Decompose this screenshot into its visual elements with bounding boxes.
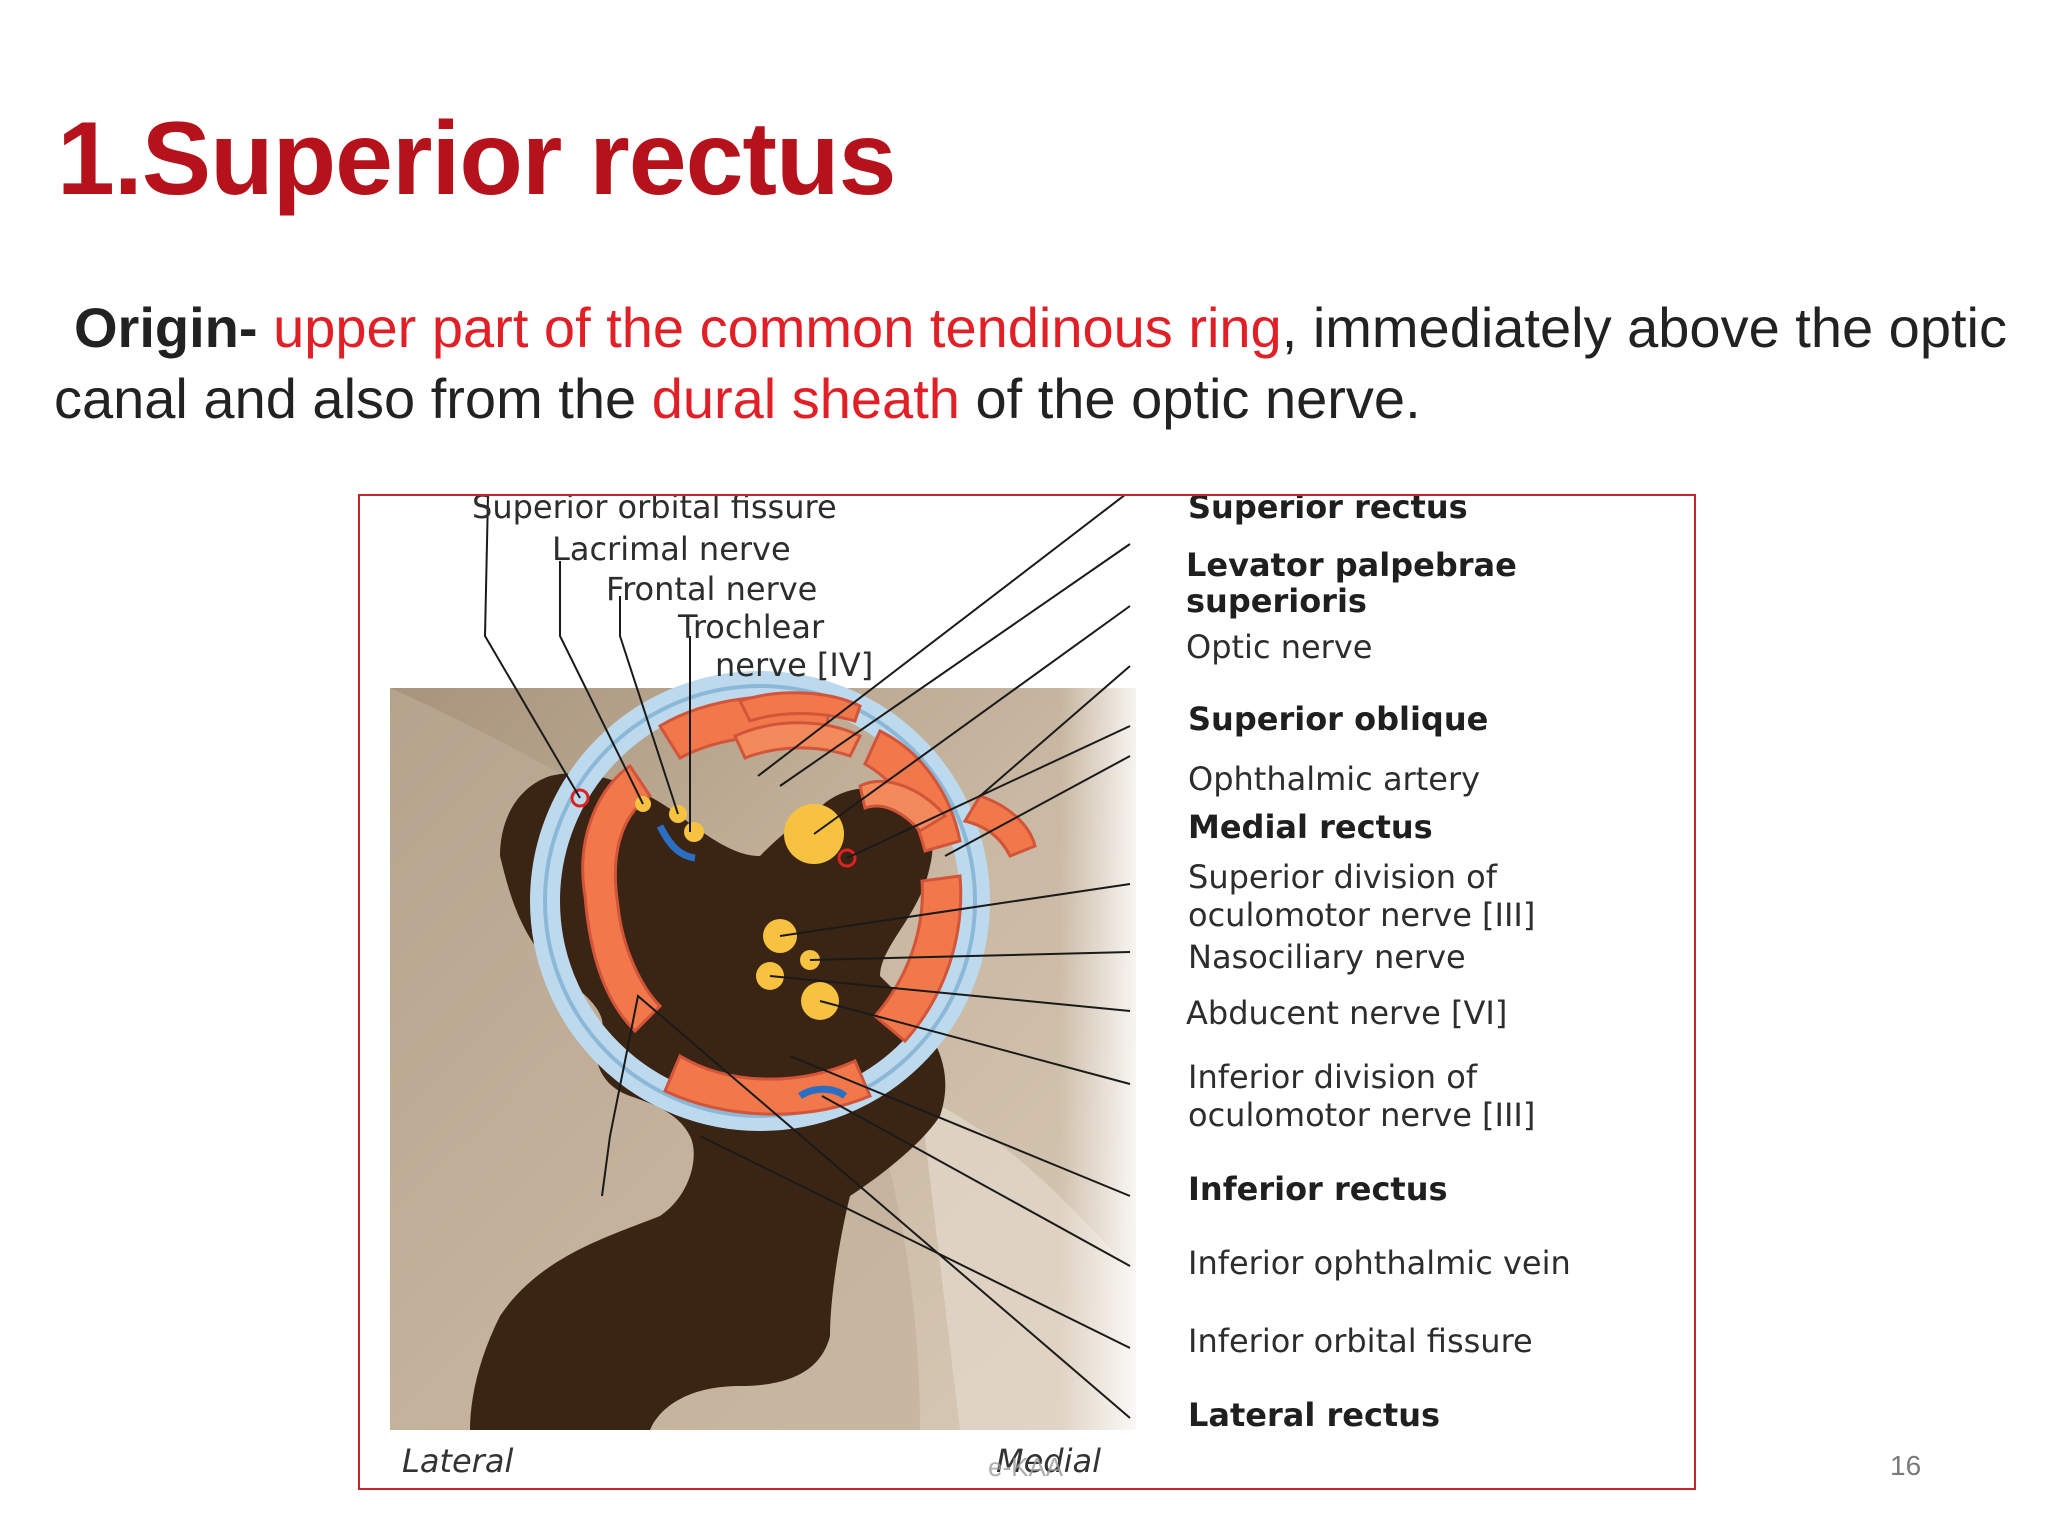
- label-superior-oblique: Superior oblique: [1188, 700, 1489, 738]
- label-levator-1: Levator palpebrae: [1186, 546, 1517, 584]
- origin-paragraph: Origin- upper part of the common tendino…: [54, 292, 2014, 434]
- label-superior-orbital-fissure: Superior orbital fissure: [472, 494, 837, 526]
- label-inf-div-2: oculomotor nerve [III]: [1188, 1096, 1536, 1134]
- label-trochlear-2: nerve [IV]: [715, 646, 874, 684]
- axis-label-lateral: Lateral: [402, 1442, 514, 1480]
- label-sup-div-1: Superior division of: [1188, 858, 1498, 896]
- page-number: 16: [1890, 1450, 1922, 1481]
- origin-label: Origin-: [74, 296, 258, 359]
- label-inferior-rectus: Inferior rectus: [1188, 1170, 1448, 1208]
- label-inferior-orbital-fissure: Inferior orbital fissure: [1188, 1322, 1533, 1360]
- leader-lines: [483, 496, 1131, 1419]
- label-sup-div-2: oculomotor nerve [III]: [1188, 896, 1536, 934]
- label-ophthalmic-artery: Ophthalmic artery: [1188, 760, 1481, 798]
- origin-text-red-1: upper part of the common tendinous ring: [273, 296, 1282, 359]
- label-levator-2: superioris: [1186, 582, 1367, 620]
- origin-text-4: of the optic nerve.: [959, 367, 1421, 430]
- label-nasociliary-nerve: Nasociliary nerve: [1188, 938, 1466, 976]
- label-inf-div-1: Inferior division of: [1188, 1058, 1478, 1096]
- ophthalmic-artery-dot: [837, 848, 857, 868]
- label-lateral-rectus: Lateral rectus: [1188, 1396, 1441, 1434]
- label-frontal-nerve: Frontal nerve: [606, 570, 818, 608]
- origin-text-red-2: dural sheath: [651, 367, 960, 430]
- levator-muscle: [737, 691, 862, 723]
- vein-blue-1: [656, 824, 696, 862]
- vessel-red-1: [570, 788, 590, 808]
- label-trochlear-1: Trochlear: [678, 608, 825, 646]
- slide-title: 1.Superior rectus: [57, 101, 896, 217]
- footer-mark: e-KAA: [988, 1452, 1064, 1482]
- origin-text-2: , immediately above the optic canal and …: [54, 296, 2007, 430]
- orbit-illustration: [390, 496, 1150, 1430]
- orbit-apex-figure: Superior orbital fissure Lacrimal nerve …: [358, 494, 1696, 1490]
- label-inferior-ophthalmic-vein: Inferior ophthalmic vein: [1188, 1244, 1571, 1282]
- axis-label-medial: Medial: [996, 1442, 1101, 1480]
- label-superior-rectus: Superior rectus: [1188, 494, 1468, 526]
- label-abducent-nerve: Abducent nerve [VI]: [1186, 994, 1508, 1032]
- inferior-ophthalmic-vein: [798, 1085, 848, 1100]
- label-medial-rectus: Medial rectus: [1188, 808, 1433, 846]
- label-lacrimal-nerve: Lacrimal nerve: [552, 530, 791, 568]
- label-optic-nerve: Optic nerve: [1186, 628, 1373, 666]
